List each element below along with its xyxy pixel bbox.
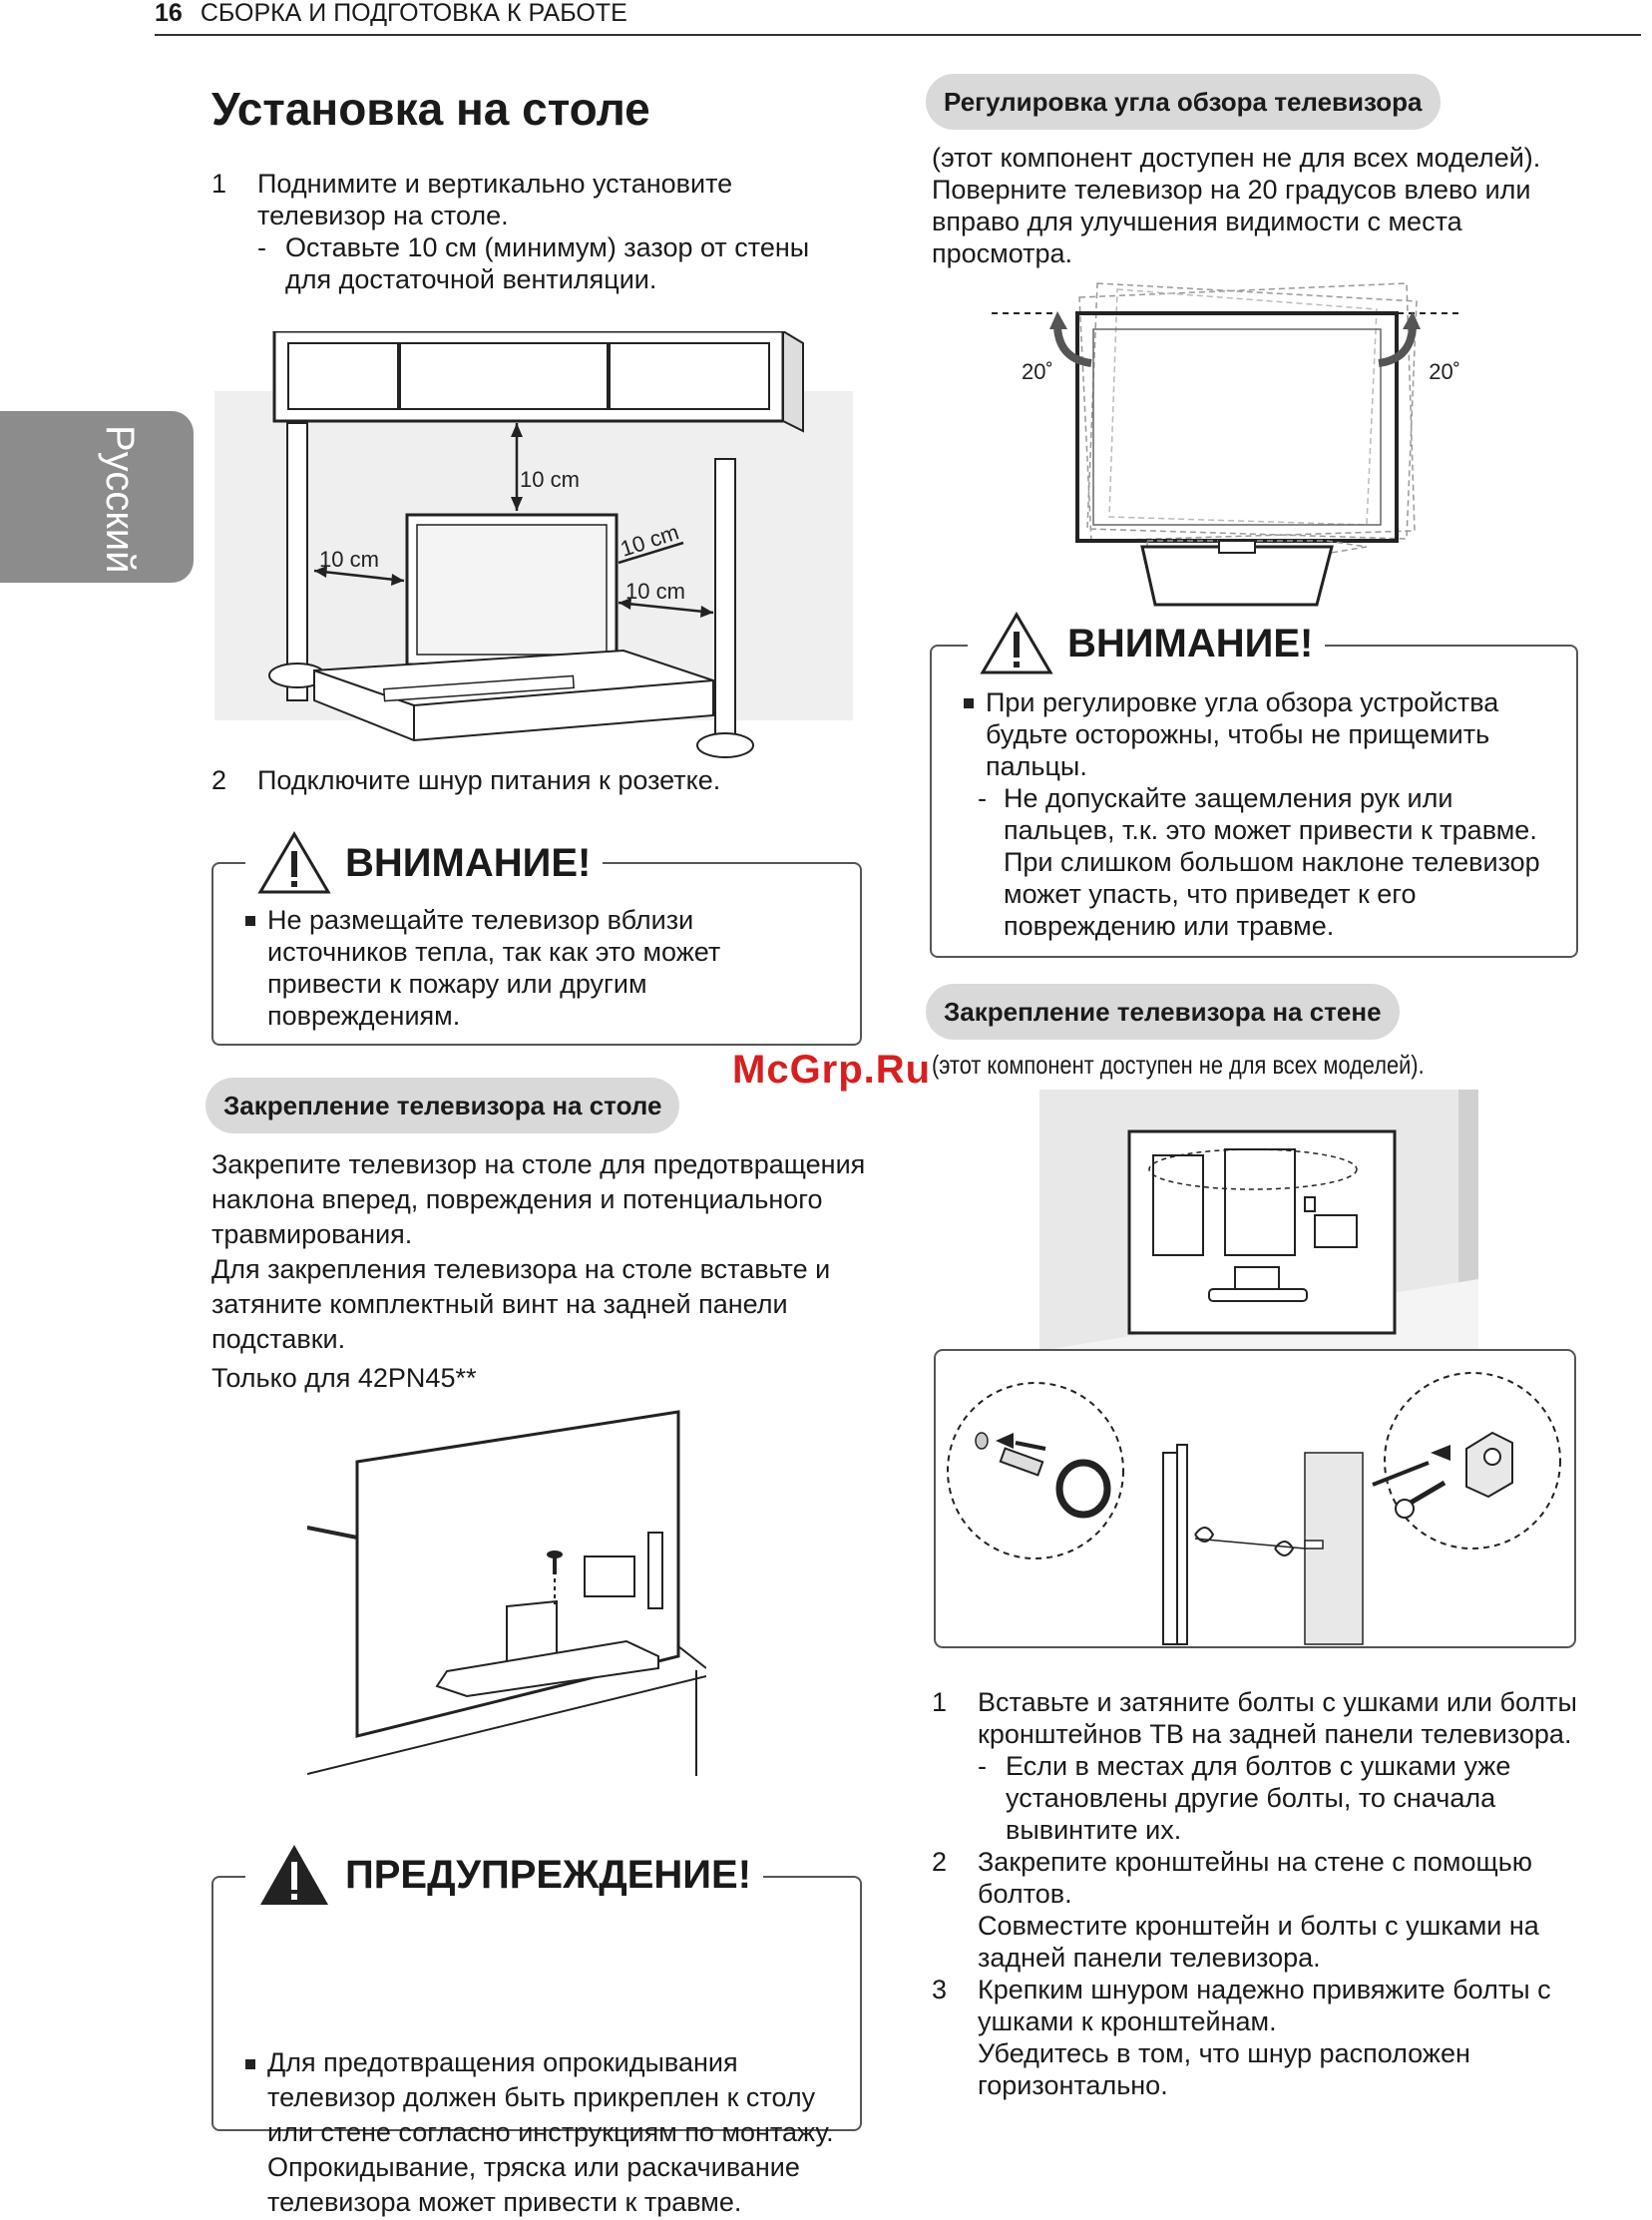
- angle-left-label: 20˚: [1022, 359, 1053, 384]
- wall-step-3-detail: Убедитесь в том, что шнур расположен гор…: [978, 2038, 1470, 2100]
- page-header: 16 СБОРКА И ПОДГОТОВКА К РАБОТЕ: [155, 0, 1641, 36]
- install-step-1-note: -Оставьте 10 см (минимум) зазор от стены…: [257, 232, 810, 294]
- caution-heading-pinch: ВНИМАНИЕ!: [968, 609, 1326, 678]
- swivel-angle-illustration: 20˚ 20˚: [992, 282, 1462, 607]
- language-label: Русский: [98, 425, 142, 574]
- angle-heading: Регулировка угла обзора телевизора: [926, 74, 1441, 130]
- caution-text-heat: Не размещайте телевизор вблизи источнико…: [245, 904, 786, 1032]
- clearance-top-label: 10 cm: [520, 467, 580, 492]
- wall-step-2-detail: Совместите кронштейн и болты с ушками на…: [978, 1911, 1539, 1973]
- wall-tv-back-illustration: [1039, 1090, 1478, 1351]
- angle-right-label: 20˚: [1429, 359, 1460, 384]
- warning-heading-tipover: ПРЕДУПРЕЖДЕНИЕ!: [245, 1840, 764, 1910]
- wall-step-1-note: -Если в местах для болтов с ушками уже у…: [978, 1751, 1511, 1845]
- watermark: McGrp.Ru: [732, 1048, 932, 1092]
- angle-text: (этот компонент доступен не для всех мод…: [932, 143, 1541, 268]
- caution-text-pinch: При регулировке угла обзора устройства б…: [964, 686, 1552, 942]
- table-fix-heading: Закрепление телевизора на столе: [206, 1078, 680, 1133]
- table-clearance-illustration: 10 cm 10 cm 10 cm 10 cm: [214, 331, 853, 758]
- warning-triangle-icon: [980, 612, 1053, 674]
- wall-fix-heading: Закрепление телевизора на стене: [926, 984, 1400, 1040]
- section-title: СБОРКА И ПОДГОТОВКА К РАБОТЕ: [200, 0, 627, 27]
- clearance-right-label: 10 cm: [625, 579, 685, 604]
- warning-triangle-icon: [257, 831, 331, 894]
- page-title: Установка на столе: [211, 83, 650, 135]
- wall-fix-note: (этот компонент доступен не для всех мод…: [932, 1050, 1425, 1080]
- page-number: 16: [155, 0, 183, 27]
- language-tab: Русский: [0, 411, 194, 583]
- caution-heading-heat: ВНИМАНИЕ!: [245, 830, 604, 896]
- warning-solid-triangle-icon: [260, 1845, 328, 1905]
- wall-bolts-detail-illustration: [934, 1349, 1576, 1648]
- table-fix-text: Закрепите телевизор на столе для предотв…: [211, 1149, 866, 1393]
- clearance-left-label: 10 cm: [319, 547, 379, 572]
- table-screw-illustration: [307, 1410, 706, 1776]
